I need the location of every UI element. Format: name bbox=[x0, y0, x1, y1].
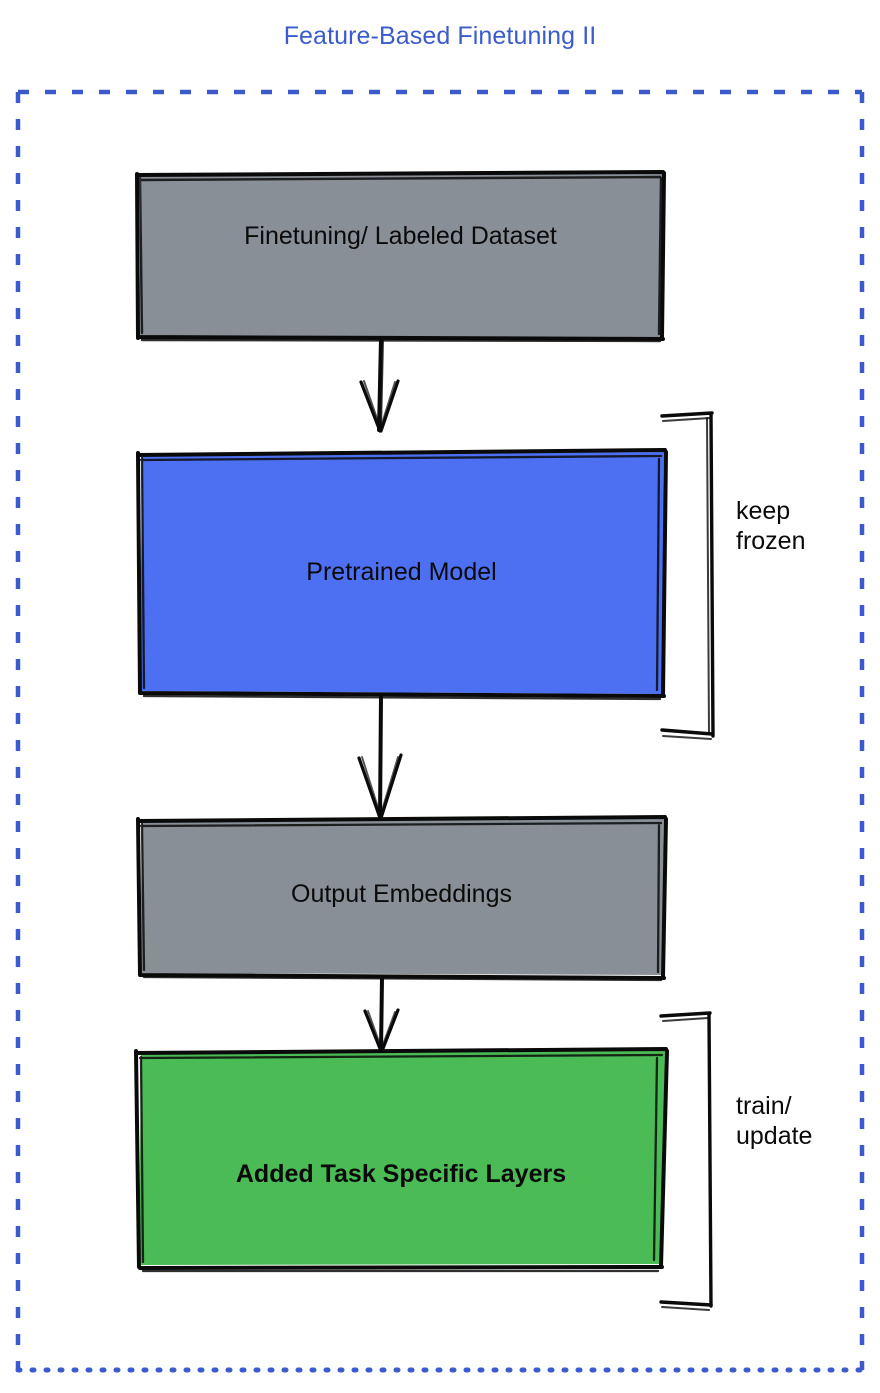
bracket-keep-frozen-bottom-arm bbox=[660, 728, 714, 736]
node-dataset[interactable] bbox=[135, 170, 666, 343]
bracket-keep-frozen-top-arm-echo bbox=[662, 417, 711, 422]
node-output-embeddings[interactable] bbox=[136, 815, 668, 982]
bracket-train-update-top-arm bbox=[659, 1011, 712, 1018]
node-dataset-outline-b bbox=[138, 175, 663, 343]
arrow-2-head-right-echo bbox=[379, 756, 399, 818]
arrow-2-head-left-echo bbox=[361, 756, 382, 818]
bracket-keep-frozen-spine-echo bbox=[706, 417, 710, 734]
node-task-specific-layers-outline-b bbox=[138, 1053, 664, 1273]
bracket-train-update-bottom-arm-echo bbox=[661, 1306, 710, 1311]
arrow-2-head-right bbox=[379, 753, 403, 820]
node-task-specific-layers-outline-a bbox=[134, 1047, 669, 1270]
arrow-3-head-right-echo bbox=[380, 1011, 396, 1051]
node-output-embeddings-outline-a bbox=[136, 815, 668, 980]
arrow-dataset-to-model bbox=[359, 337, 400, 433]
arrow-1-shaft-echo bbox=[380, 340, 384, 430]
arrow-3-shaft bbox=[379, 976, 384, 1052]
node-dataset-outline-a bbox=[135, 170, 666, 341]
dashed-container-frame bbox=[15, 89, 865, 1373]
bracket-keep-frozen-top-arm bbox=[660, 411, 714, 418]
bracket-keep-frozen-bottom-arm-echo bbox=[662, 735, 712, 740]
node-pretrained-model-outline-b bbox=[139, 454, 663, 701]
bracket-train-update-spine bbox=[707, 1012, 713, 1308]
node-output-embeddings-fill bbox=[140, 818, 664, 975]
node-pretrained-model-outline-a bbox=[136, 448, 668, 698]
arrow-2-head-left bbox=[357, 756, 382, 820]
node-dataset-fill bbox=[139, 174, 663, 337]
annotation-train-update: train/ update bbox=[736, 1092, 813, 1150]
arrow-1-head-right bbox=[379, 379, 400, 433]
bracket-keep-frozen-spine bbox=[709, 412, 715, 738]
bracket-train-update-bottom-arm bbox=[659, 1300, 713, 1307]
bracket-train-update-top-arm-echo bbox=[662, 1017, 709, 1022]
node-output-embeddings-outline-b bbox=[139, 821, 663, 982]
arrow-1-head-left-echo bbox=[363, 380, 382, 431]
bracket-train-update bbox=[659, 1011, 713, 1311]
arrow-3-head-right bbox=[380, 1008, 400, 1053]
node-pretrained-model[interactable] bbox=[136, 448, 668, 701]
arrow-embeddings-to-layers bbox=[363, 976, 400, 1053]
node-task-specific-layers[interactable] bbox=[134, 1047, 669, 1273]
node-pretrained-model-fill bbox=[140, 452, 664, 694]
arrow-1-head-right-echo bbox=[379, 381, 396, 431]
arrow-3-head-left bbox=[363, 1009, 383, 1053]
page-title: Feature-Based Finetuning II bbox=[283, 22, 597, 50]
annotation-keep-frozen: keep frozen bbox=[736, 497, 806, 555]
arrow-model-to-embeddings bbox=[357, 694, 403, 820]
bracket-keep-frozen bbox=[660, 411, 715, 740]
arrow-1-head-left bbox=[359, 380, 382, 433]
node-task-specific-layers-fill bbox=[139, 1050, 665, 1265]
arrow-3-head-left-echo bbox=[367, 1010, 383, 1051]
arrow-1-shaft bbox=[377, 337, 383, 432]
arrow-2-shaft bbox=[378, 694, 383, 819]
